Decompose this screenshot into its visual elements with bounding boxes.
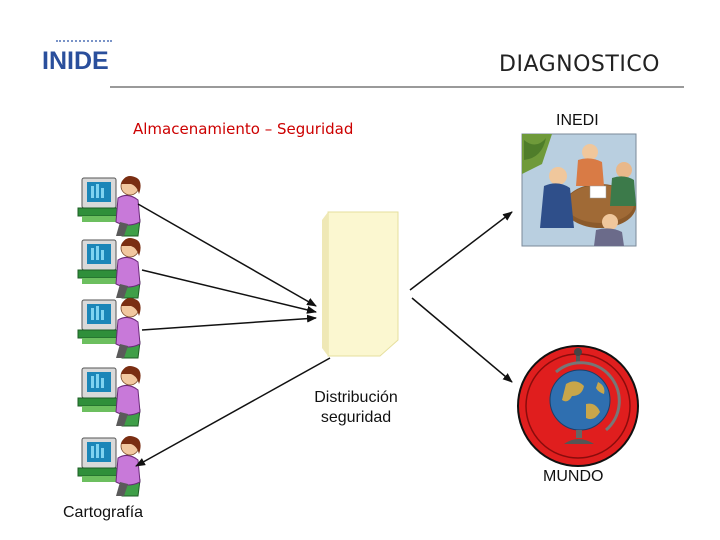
arrow-ws3-to-server bbox=[141, 314, 317, 331]
distribution-label: Distribución seguridad bbox=[296, 388, 416, 428]
arrow-server-to-inedi bbox=[409, 211, 513, 291]
workstation-2-icon bbox=[77, 237, 142, 299]
distribution-label-line2: seguridad bbox=[320, 409, 392, 426]
arrow-ws2-to-server bbox=[141, 269, 317, 314]
inide-logo: INIDE bbox=[42, 38, 112, 74]
logo-decoration bbox=[56, 40, 112, 50]
arrow-server-to-ws5 bbox=[135, 357, 331, 467]
connection-arrows bbox=[135, 203, 513, 467]
inedi-meeting-image bbox=[521, 133, 637, 247]
distribution-label-line1: Distribución bbox=[314, 389, 398, 406]
workstation-4-icon bbox=[77, 365, 142, 427]
workstation-1-icon bbox=[77, 175, 142, 237]
logo-text: INIDE bbox=[42, 47, 109, 75]
mundo-label: MUNDO bbox=[543, 468, 604, 485]
arrow-server-to-mundo bbox=[411, 297, 513, 383]
arrow-ws1-to-server bbox=[137, 203, 317, 307]
workstation-3-icon bbox=[77, 297, 142, 359]
title-divider bbox=[110, 86, 684, 88]
cartografia-label: Cartografía bbox=[63, 504, 144, 521]
diagram-subtitle: Almacenamiento – Seguridad bbox=[133, 120, 354, 138]
server-document-icon bbox=[322, 211, 399, 357]
workstation-5-icon bbox=[77, 435, 142, 497]
page-title: DIAGNOSTICO bbox=[499, 52, 660, 77]
inedi-label: INEDI bbox=[556, 112, 599, 129]
mundo-globe-icon bbox=[517, 345, 639, 467]
